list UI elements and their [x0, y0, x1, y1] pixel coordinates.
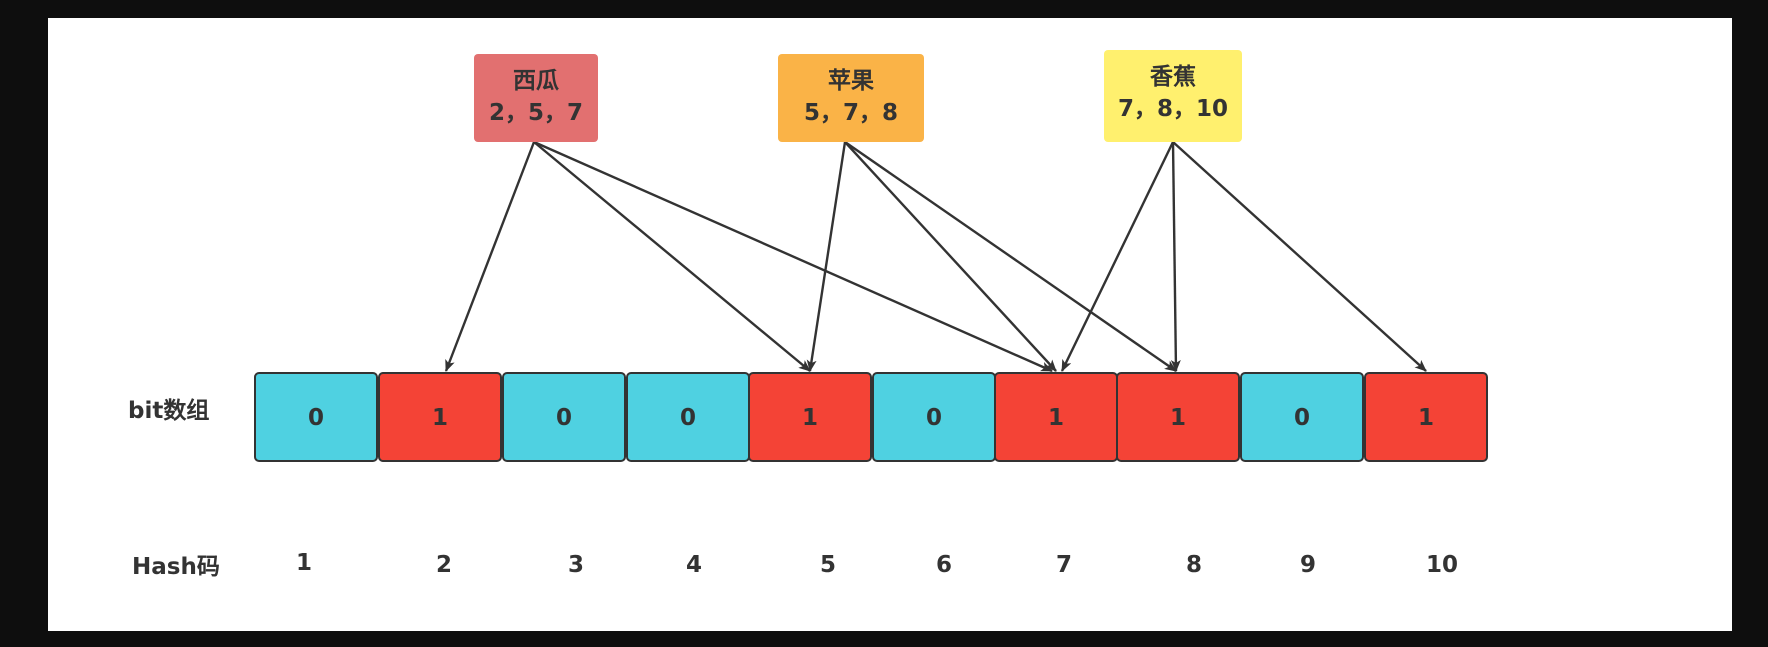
fruit-codes: 7，8，10: [1118, 96, 1228, 122]
bit-value: 0: [1294, 405, 1310, 431]
hash-code: 2: [436, 552, 452, 578]
bit-cell: 0: [254, 372, 378, 462]
bit-value: 1: [432, 405, 448, 431]
fruit-box-bg: [474, 54, 598, 142]
bit-cell-box: [1364, 372, 1488, 462]
fruit-box-bg: [1104, 50, 1242, 142]
hash-arrow: [806, 141, 847, 372]
hash-arrow: [533, 141, 811, 372]
arrows-layer: [444, 140, 1427, 373]
hash-code: 7: [1056, 552, 1072, 578]
hash-arrow: [1170, 141, 1181, 372]
fruit-box: 西瓜 2，5，7: [474, 54, 598, 142]
bit-array-label: bit数组: [128, 397, 209, 424]
hash-code: 6: [936, 552, 952, 578]
bit-value: 0: [308, 405, 324, 431]
bit-value: 0: [926, 405, 942, 431]
bit-cell: 1: [748, 372, 872, 462]
hash-code: 1: [296, 550, 312, 576]
fruit-box: 香蕉 7，8，10: [1104, 50, 1242, 142]
bit-array: 0 1 0 0 1 0 1 1 0 1: [254, 372, 1488, 462]
hash-code: 5: [820, 552, 836, 578]
bit-cell: 0: [872, 372, 996, 462]
bit-cell: 1: [378, 372, 502, 462]
hash-arrow: [533, 140, 1053, 373]
bit-value: 1: [802, 405, 818, 431]
bit-value: 1: [1418, 405, 1434, 431]
fruit-box: 苹果 5，7，8: [778, 54, 924, 142]
fruit-box-bg: [778, 54, 924, 142]
hash-arrow: [1060, 141, 1175, 372]
fruit-codes: 5，7，8: [804, 100, 898, 126]
hash-code: 3: [568, 552, 584, 578]
hash-arrow: [844, 141, 1177, 372]
hash-arrow: [844, 141, 1057, 372]
fruit-name: 香蕉: [1150, 64, 1196, 90]
hash-arrow: [1172, 141, 1427, 372]
bit-cell-box: [254, 372, 378, 462]
row-labels: bit数组 Hash码: [128, 397, 220, 580]
hash-code: 10: [1426, 552, 1458, 578]
fruit-name: 西瓜: [513, 68, 559, 94]
hash-arrow: [444, 141, 536, 372]
bit-value: 1: [1048, 405, 1064, 431]
bit-cell: 0: [626, 372, 750, 462]
fruit-codes: 2，5，7: [489, 100, 583, 126]
bit-cell: 1: [1364, 372, 1488, 462]
fruit-boxes: 西瓜 2，5，7 苹果 5，7，8 香蕉 7，8，10: [474, 50, 1242, 142]
bit-cell-box: [502, 372, 626, 462]
bit-cell-box: [378, 372, 502, 462]
bit-value: 0: [680, 405, 696, 431]
bit-cell: 0: [1240, 372, 1364, 462]
hash-code: 4: [686, 552, 702, 578]
bit-value: 1: [1170, 405, 1186, 431]
hash-code: 8: [1186, 552, 1202, 578]
hash-code-label: Hash码: [132, 554, 220, 580]
bit-cell-box: [1240, 372, 1364, 462]
bit-cell-box: [1116, 372, 1240, 462]
bit-value: 0: [556, 405, 572, 431]
bit-cell: 0: [502, 372, 626, 462]
bit-cell: 1: [1116, 372, 1240, 462]
bit-cell-box: [748, 372, 872, 462]
bit-cell: 1: [994, 372, 1118, 462]
hash-codes: 1 2 3 4 5 6 7 8 9 10: [296, 550, 1458, 578]
fruit-name: 苹果: [828, 68, 874, 94]
hash-code: 9: [1300, 552, 1316, 578]
